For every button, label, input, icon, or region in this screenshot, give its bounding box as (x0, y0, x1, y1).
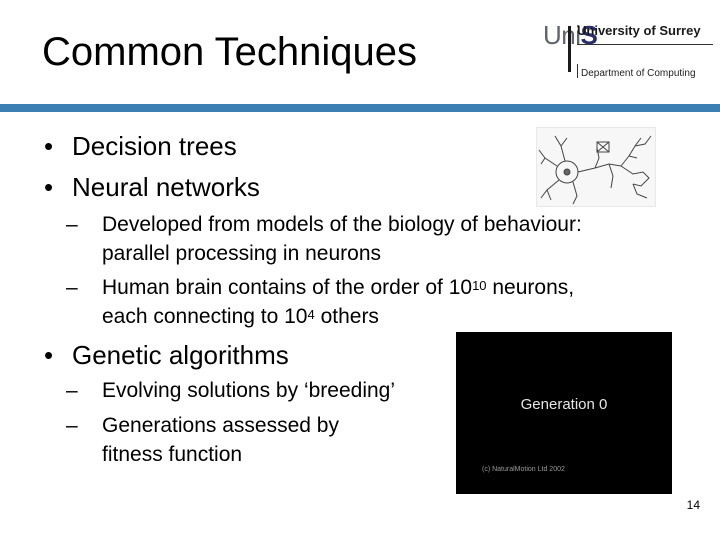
sub-bullet-text: Evolving solutions by ‘breeding’ (102, 379, 396, 402)
bullet-dot: • (44, 131, 54, 161)
logo-divider (568, 26, 571, 72)
sub-bullet-text: each connecting to 104 others (102, 303, 379, 333)
department-name: Department of Computing (581, 68, 696, 79)
sub-bullet-text: Developed from models of the biology of … (102, 213, 582, 236)
sub-bullet-text: Human brain contains of the order of 101… (102, 274, 574, 304)
bullet-text: Decision trees (72, 131, 237, 161)
neuron-illustration (536, 127, 656, 207)
logo-bracket (577, 64, 578, 78)
sub-bullet-dash: – (66, 276, 78, 299)
neuron-sketch-icon (538, 135, 652, 205)
connect-text-pre: each connecting to 10 (102, 305, 308, 328)
video-caption: Generation 0 (520, 396, 608, 413)
page-number: 14 (686, 498, 700, 512)
slide-title: Common Techniques (42, 30, 418, 74)
bullet-dot: • (44, 340, 54, 370)
unis-suffix: S (580, 20, 598, 50)
unis-wordmark: UniS (543, 20, 598, 50)
header-rule (0, 104, 720, 112)
connect-text-post: others (314, 305, 379, 328)
logo-rule (577, 44, 713, 45)
sub-bullet-text: Generations assessed by (102, 414, 339, 437)
exponent: 10 (472, 278, 487, 293)
sub-bullet-text: parallel processing in neurons (102, 242, 381, 265)
unis-prefix: Uni (543, 20, 581, 50)
exponent: 4 (307, 307, 315, 322)
university-logo: UniS University of Surrey Department of … (543, 20, 715, 82)
brain-text-pre: Human brain contains of the order of 10 (102, 276, 473, 299)
bullet-text: Genetic algorithms (72, 340, 289, 370)
bullet-dot: • (44, 172, 54, 202)
video-copyright: (c) NaturalMotion Ltd 2002 (482, 466, 565, 473)
brain-text-post: neurons, (486, 276, 575, 299)
university-name: University of Surrey (577, 23, 701, 38)
sub-bullet-text: fitness function (102, 443, 243, 466)
genetic-video-still: Generation 0 (c) NaturalMotion Ltd 2002 (456, 332, 672, 494)
sub-bullet-dash: – (66, 213, 78, 236)
bullet-text: Neural networks (72, 172, 260, 202)
sub-bullet-dash: – (66, 414, 78, 437)
sub-bullet-dash: – (66, 379, 78, 402)
